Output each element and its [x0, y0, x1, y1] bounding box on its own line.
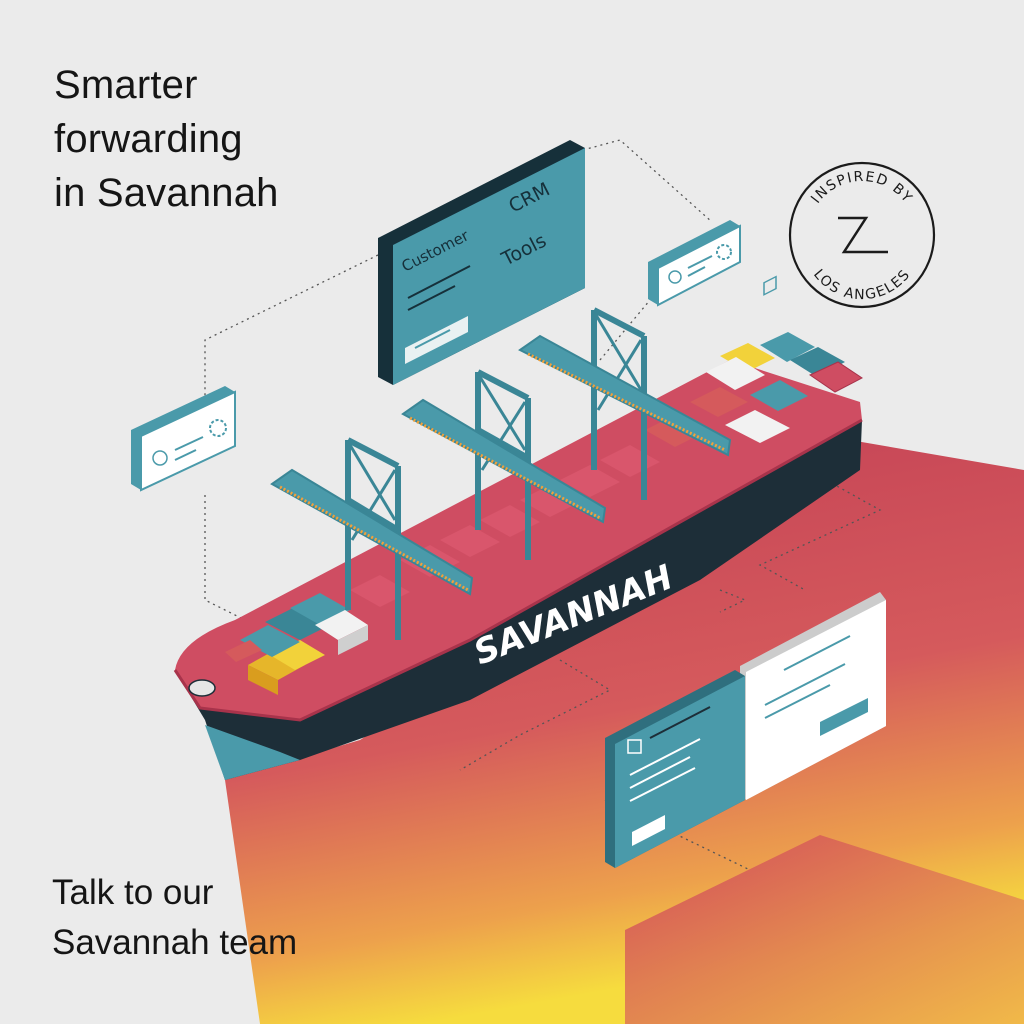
cta-line-1: Talk to our — [52, 873, 214, 912]
gear-icon — [209, 419, 227, 437]
gantry-crane-1 — [270, 437, 474, 640]
squiggle-logo-icon — [838, 216, 888, 254]
headline-line-3: in Savannah — [54, 171, 279, 215]
gantry-crane-2 — [401, 369, 607, 560]
inspired-badge: INSPIRED BY LOS ANGELES — [788, 161, 936, 309]
gear-icon — [716, 244, 732, 260]
checkbox-icon — [627, 739, 642, 754]
cta-line-2: Savannah team — [52, 923, 298, 962]
document-panel-front — [605, 670, 745, 868]
headline-line-1: Smarter — [54, 63, 198, 107]
gantry-crane-3 — [518, 307, 732, 500]
deck-containers-rear — [645, 332, 863, 447]
cta-link[interactable]: Talk to our Savannah team — [52, 868, 297, 968]
checkbox-icon — [763, 275, 777, 296]
headline-line-2: forwarding — [54, 117, 243, 161]
info-card-small-left — [131, 386, 236, 492]
floor-pad — [625, 835, 1024, 1024]
document-panel-back — [740, 275, 886, 800]
container-ship: SAVANNAH — [173, 307, 863, 780]
info-card-small-right — [648, 220, 741, 307]
deck-containers-front — [225, 593, 368, 695]
headline: Smarter forwarding in Savannah — [54, 58, 279, 220]
crm-screen: Customer CRM Tools — [378, 140, 585, 385]
